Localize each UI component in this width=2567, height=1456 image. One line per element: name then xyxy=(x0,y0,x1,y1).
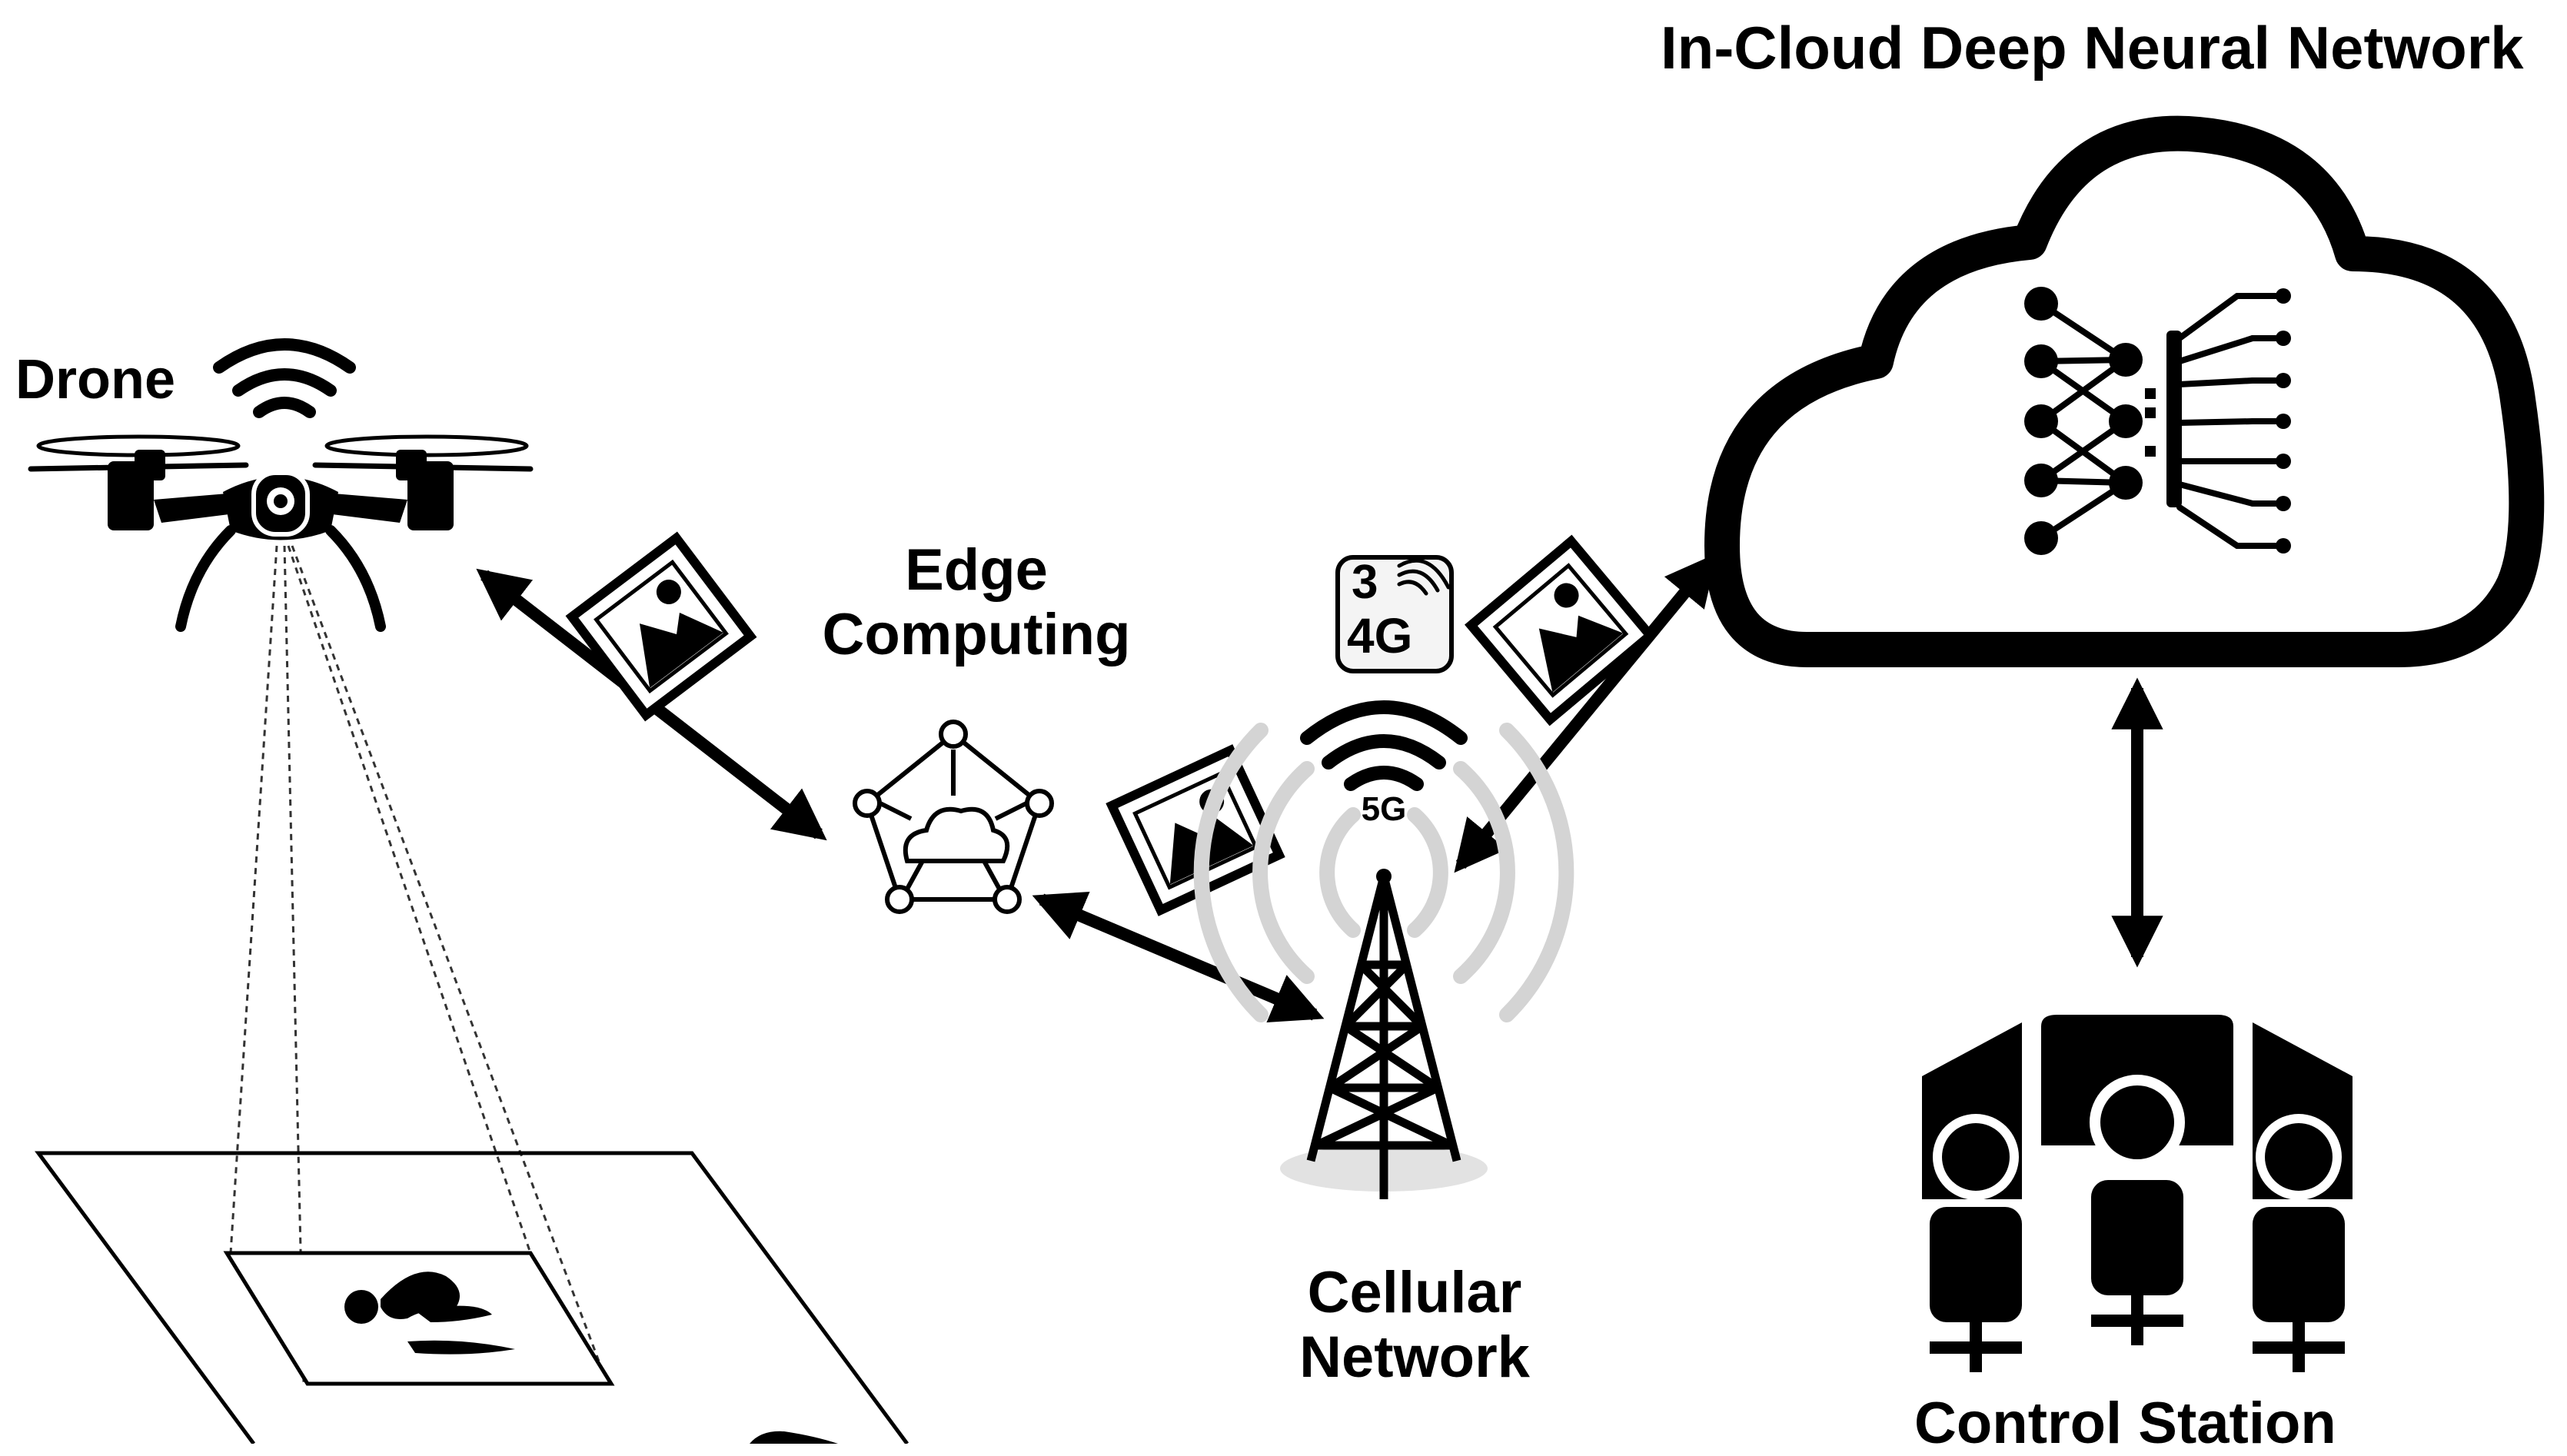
cell-tower-icon xyxy=(1306,875,1461,1199)
edge-computing-icon xyxy=(853,720,1054,914)
edge-label-line2: Computing xyxy=(822,601,1131,667)
edge-label-line1: Edge xyxy=(905,537,1048,603)
ground-plane xyxy=(35,1151,909,1445)
cell-label-line1: Cellular xyxy=(1307,1260,1522,1325)
neural-network-nodes xyxy=(2024,287,2291,555)
signal-waves xyxy=(1193,723,1574,1022)
image-icon-2 xyxy=(1106,744,1285,916)
edge-computing-label: Edge Computing xyxy=(784,538,1169,667)
drone-icon xyxy=(28,338,534,632)
image-icon-3 xyxy=(1465,534,1657,726)
wifi-5g-icon xyxy=(1300,700,1468,791)
badge-5g-text: 5G xyxy=(1361,790,1407,828)
drone-wifi-icon xyxy=(213,338,356,418)
image-icon-1 xyxy=(565,531,757,722)
3g-4g-badge-icon xyxy=(1335,555,1454,673)
drone-label: Drone xyxy=(15,349,176,411)
badge-4g-text: 4G xyxy=(1347,608,1413,663)
cell-label-line2: Network xyxy=(1299,1324,1530,1390)
person-partial-icon xyxy=(750,1431,838,1444)
arrow-edge-tower xyxy=(1032,891,1325,1023)
cloud-title: In-Cloud Deep Neural Network xyxy=(1661,14,2524,81)
cellular-network-label: Cellular Network xyxy=(1253,1261,1576,1389)
control-station-icon xyxy=(1922,1015,2353,1372)
cloud-icon xyxy=(1704,115,2545,667)
badge-3g-text: 3 xyxy=(1352,556,1378,609)
person-lying-icon xyxy=(344,1272,515,1355)
neural-network-icon xyxy=(2038,293,2283,549)
camera-view-lines xyxy=(229,545,609,1385)
control-station-label: Control Station xyxy=(1914,1391,2336,1456)
